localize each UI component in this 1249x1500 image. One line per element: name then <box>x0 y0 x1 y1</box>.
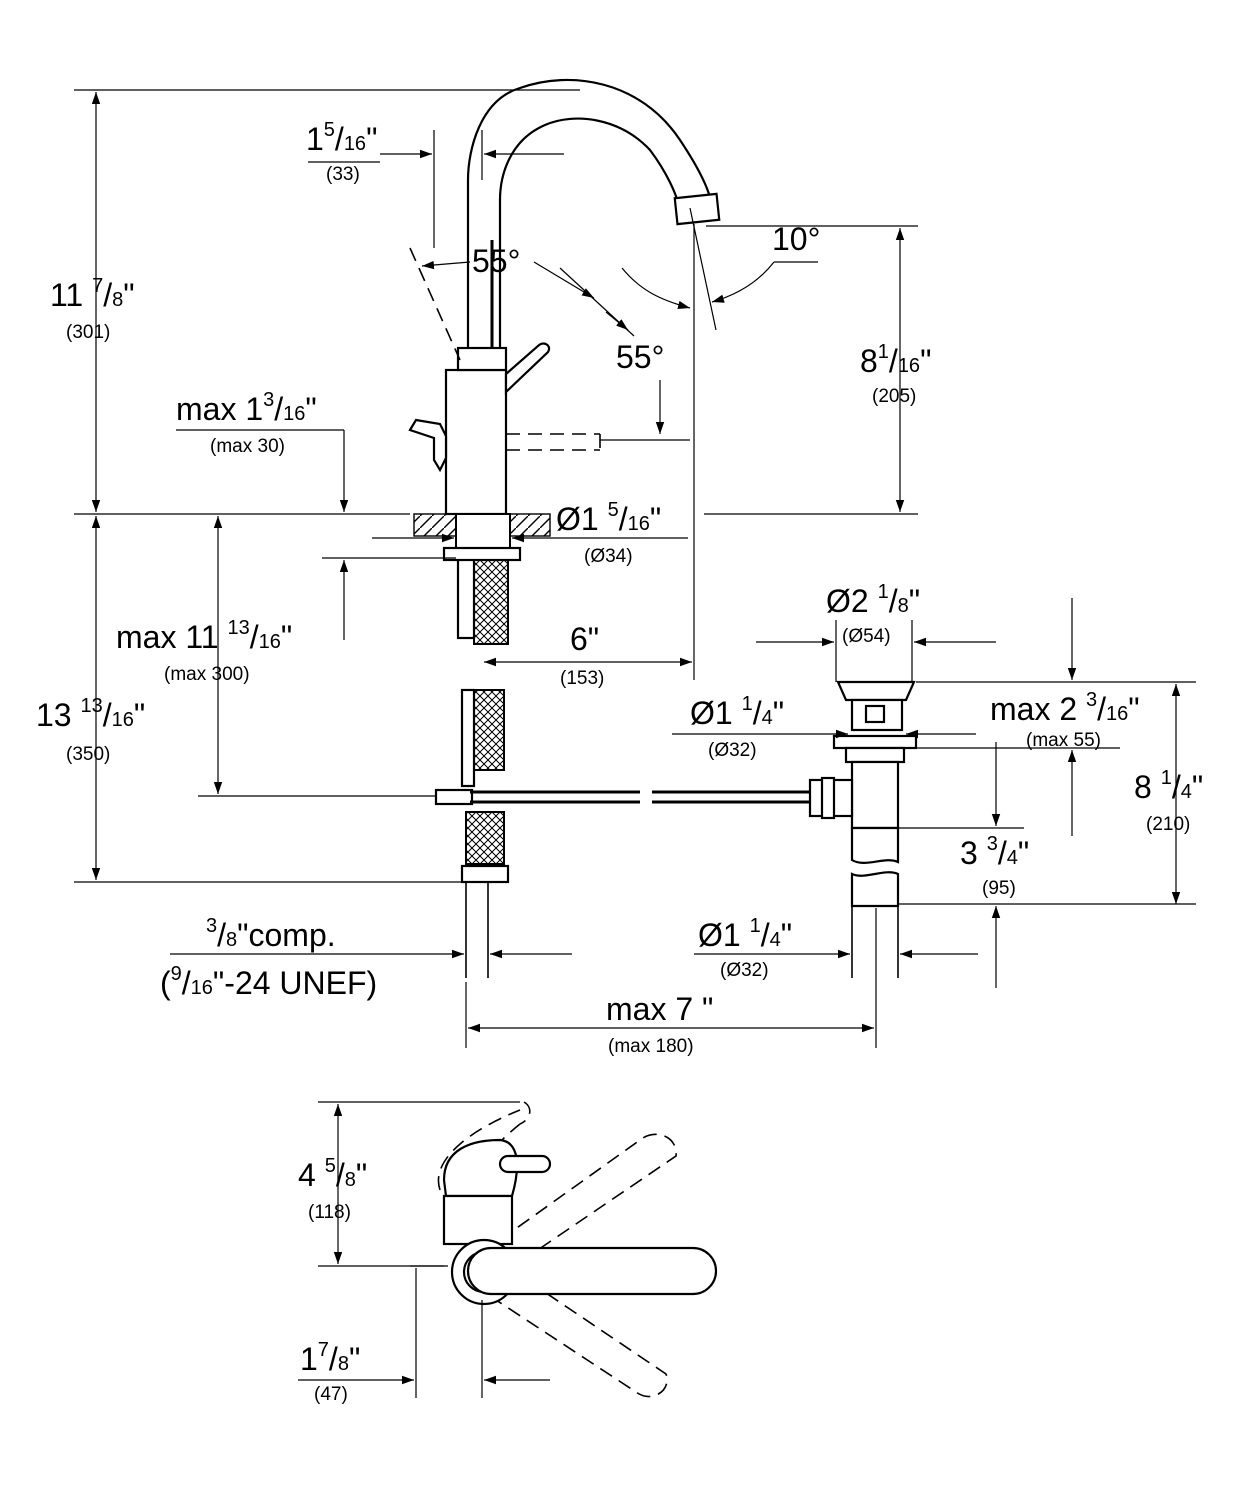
faucet-body <box>444 368 508 516</box>
dim-hose-max: max 11 13/16" <box>116 617 292 655</box>
dim-spout-gap: 15/16" <box>306 119 377 157</box>
dim-drain-flange: Ø2 1/8" <box>826 581 920 619</box>
dim-hose-max-mm: (max 300) <box>164 664 250 685</box>
dim-shank-dia-mm: (Ø34) <box>584 546 633 567</box>
lever-top-view <box>298 1101 718 1398</box>
aerator <box>673 192 721 226</box>
dim-total-height: 11 7/8" <box>50 275 135 313</box>
dim-below-deck: 13 13/16" <box>36 695 145 733</box>
dim-spout-height: 81/16" <box>860 341 931 379</box>
dim-drain-distance: max 7 " <box>606 991 713 1027</box>
faucet-side-view <box>408 78 810 978</box>
dim-tail-length-mm: (95) <box>982 878 1016 899</box>
lever-handle <box>466 1246 718 1296</box>
spout <box>466 78 714 354</box>
dim-deck-max-mm: (max 30) <box>210 436 285 457</box>
supply-hose <box>473 557 509 645</box>
dim-tail-dia: Ø1 1/4" <box>698 915 792 953</box>
popup-rod <box>408 418 448 473</box>
dim-shank-dia: Ø1 5/16" <box>556 499 661 537</box>
dim-drain-max: max 2 3/16" <box>990 689 1140 727</box>
dim-connection-thread: (9/16"-24 UNEF) <box>160 963 377 1001</box>
dim-reach: 6" <box>570 621 599 657</box>
dim-spout-height-mm: (205) <box>872 386 916 407</box>
dim-reach-mm: (153) <box>560 668 604 689</box>
dim-lever-height: 4 5/8" <box>298 1155 367 1193</box>
faucet-lever <box>504 342 551 395</box>
dim-tail-dia-mm: (Ø32) <box>720 960 769 981</box>
dim-deck-max: max 13/16" <box>176 389 317 427</box>
dim-drain-height-mm: (210) <box>1146 814 1190 835</box>
dim-tail-length: 3 3/4" <box>960 833 1029 871</box>
dim-drain-height: 8 1/4" <box>1134 767 1203 805</box>
popup-drain <box>808 680 918 978</box>
dim-lever-offset: 17/8" <box>300 1339 360 1377</box>
dim-drain-body: Ø1 1/4" <box>690 693 784 731</box>
dim-drain-distance-mm: (max 180) <box>608 1036 694 1057</box>
dim-lever-offset-mm: (47) <box>314 1384 348 1405</box>
dim-total-height-mm: (301) <box>66 322 110 343</box>
dimension-lines <box>74 89 1196 1048</box>
angle-spout: 10° <box>772 221 820 257</box>
dim-drain-body-mm: (Ø32) <box>708 740 757 761</box>
angle-right: 55° <box>616 339 664 375</box>
dimension-labels: 15/16" (33) 11 7/8" (301) 55° 55° 10° 81… <box>36 119 1203 1405</box>
dim-drain-max-mm: (max 55) <box>1026 730 1101 751</box>
dim-below-deck-mm: (350) <box>66 744 110 765</box>
dim-drain-flange-mm: (Ø54) <box>842 626 891 647</box>
angle-left: 55° <box>472 243 520 279</box>
dim-spout-gap-mm: (33) <box>326 164 360 185</box>
dim-connection: 3/8"comp. <box>206 915 336 953</box>
dim-lever-height-mm: (118) <box>308 1202 351 1223</box>
